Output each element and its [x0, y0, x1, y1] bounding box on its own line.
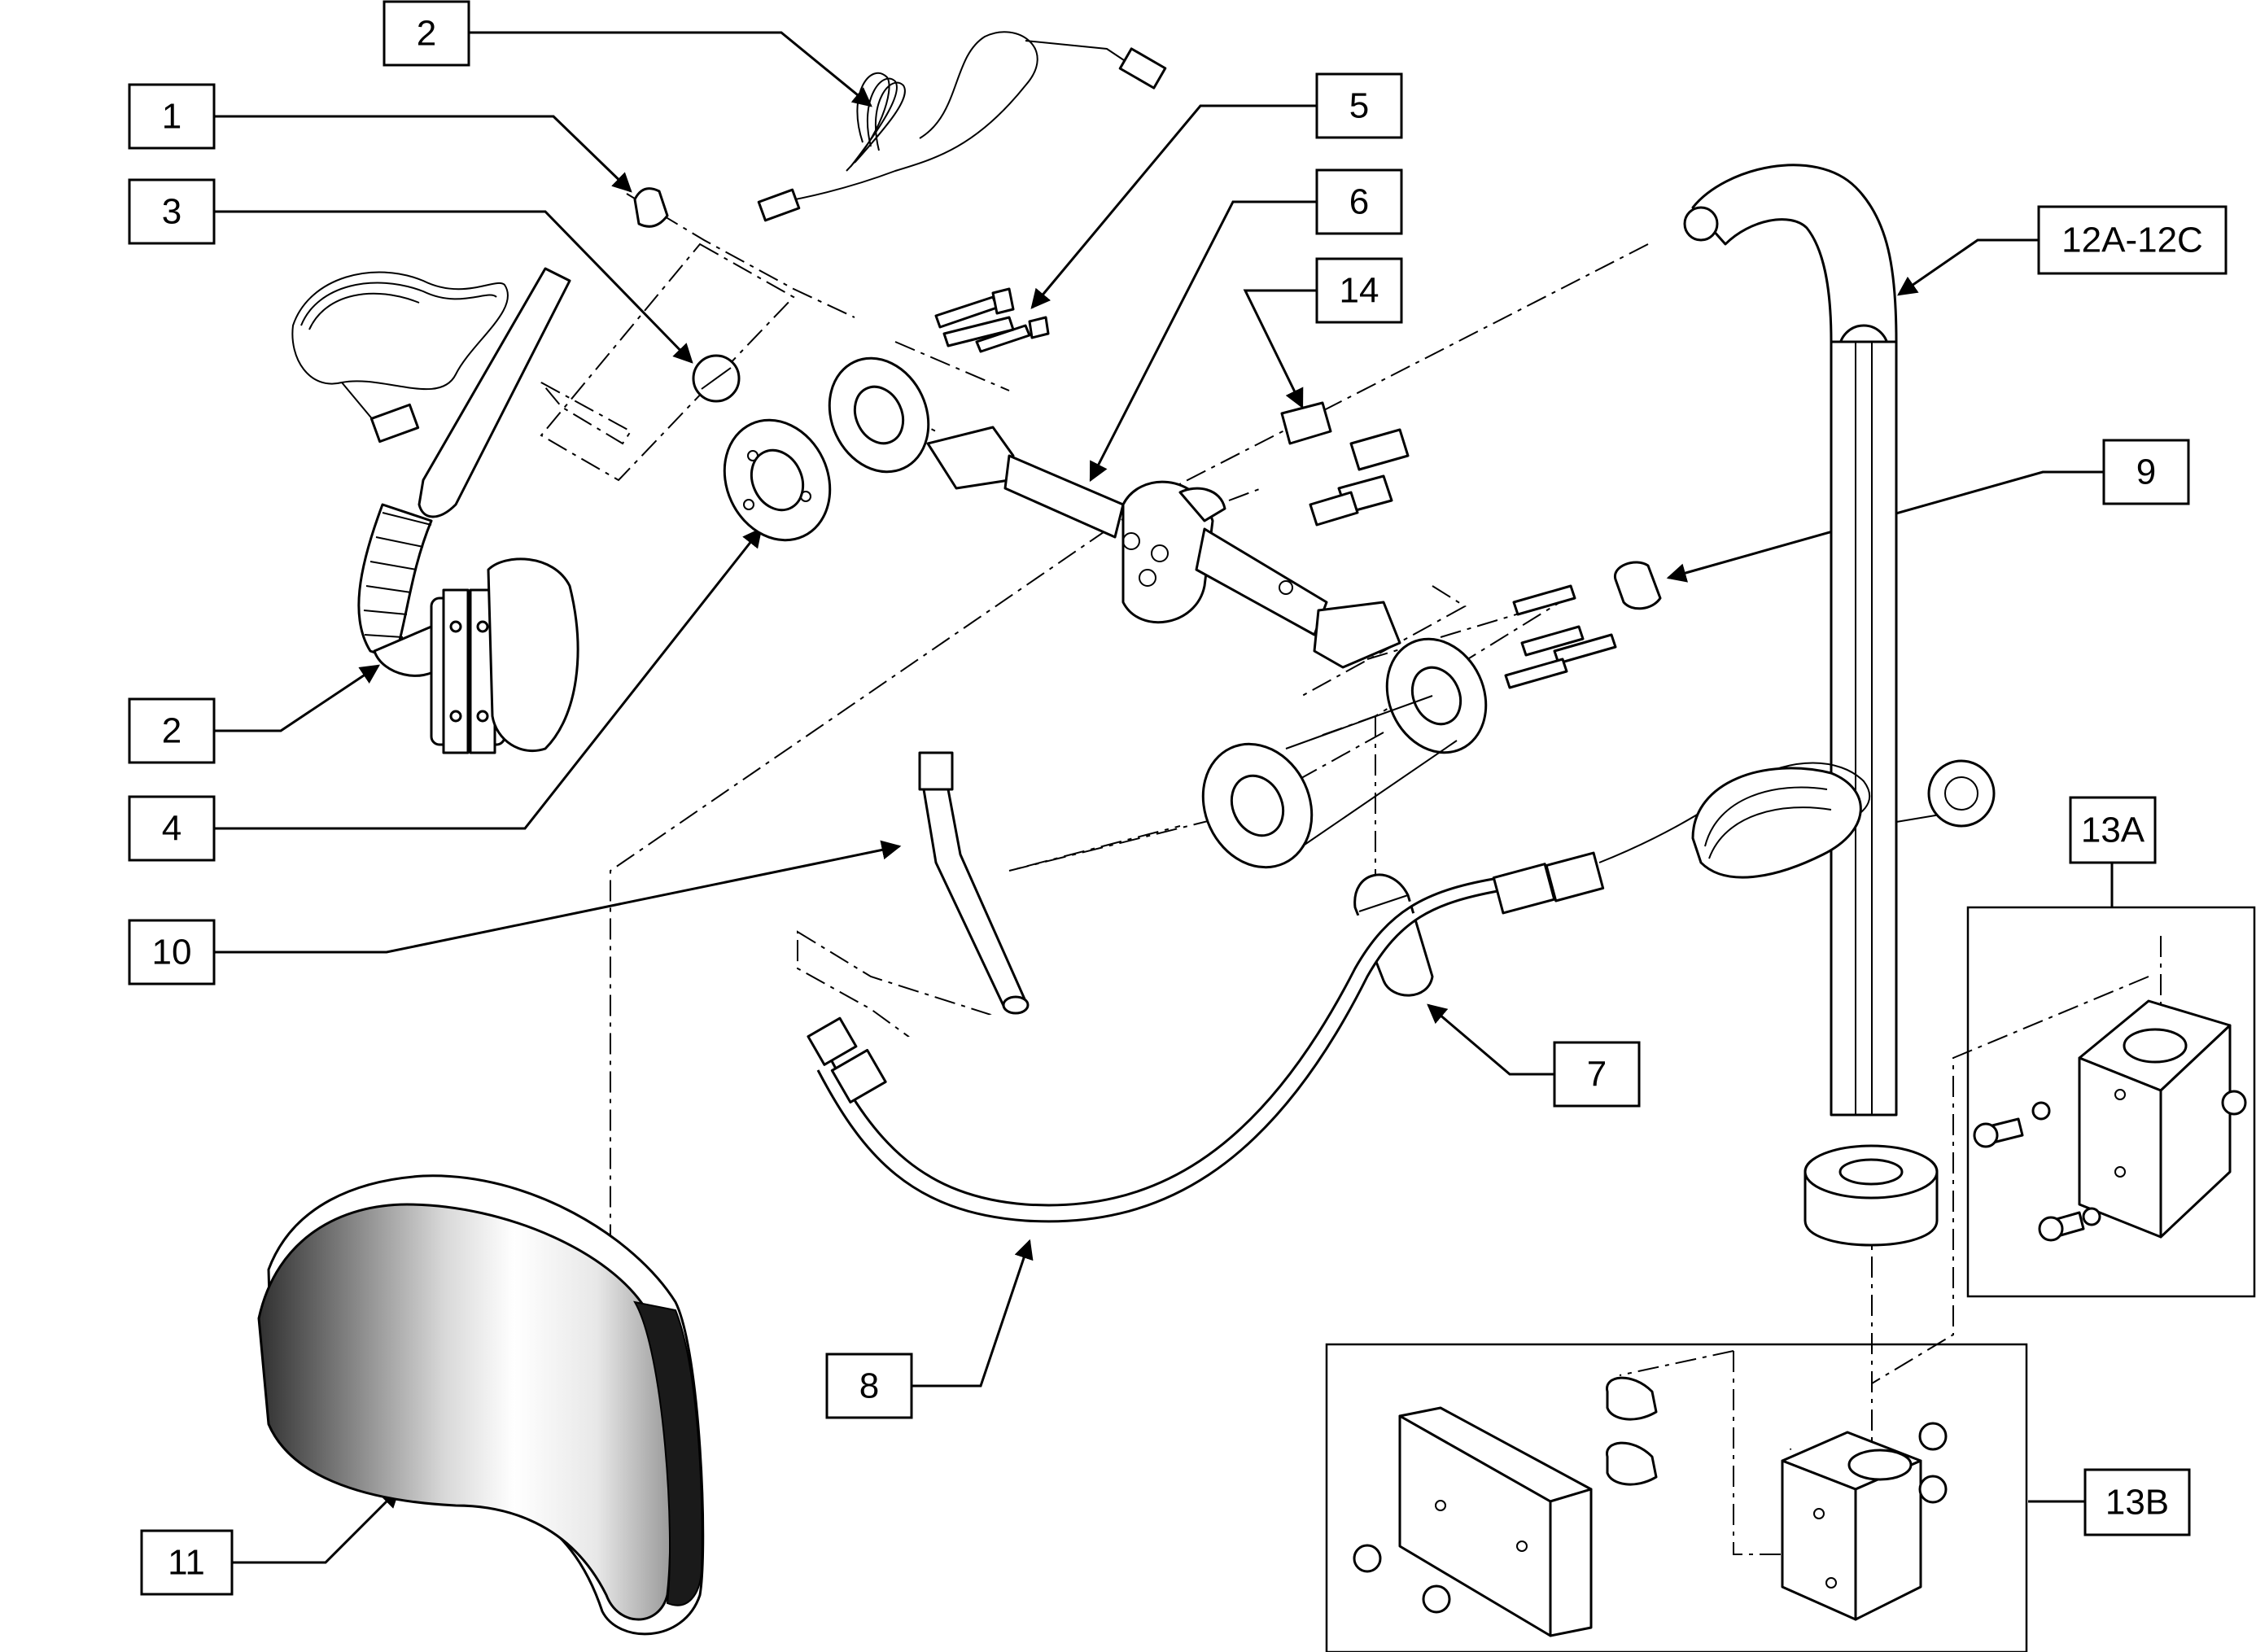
svg-text:3: 3 [162, 192, 181, 232]
callout-12a-12c: 12A-12C [2037, 205, 2228, 275]
switch-assembly-left [291, 267, 579, 754]
collar-clamp [1803, 1144, 1939, 1247]
callout-6: 6 [1315, 168, 1403, 235]
leader-lines [213, 31, 2114, 1564]
svg-text:10: 10 [152, 933, 192, 972]
clamp-block-13b [1781, 1422, 1948, 1621]
callout-5: 5 [1315, 72, 1403, 139]
svg-text:14: 14 [1340, 271, 1379, 311]
svg-text:2: 2 [162, 711, 181, 751]
callout-14: 14 [1315, 257, 1403, 324]
svg-text:13B: 13B [2105, 1483, 2169, 1523]
tube-part-10 [918, 751, 1030, 1015]
box-13a [1966, 906, 2256, 1298]
clamp-block-13a [1973, 999, 2247, 1242]
cap-part-9 [1614, 561, 1662, 610]
svg-text:5: 5 [1349, 86, 1369, 126]
svg-text:9: 9 [2136, 452, 2156, 492]
mounting-post-part-12 [1683, 164, 1898, 1117]
callout-1: 1 [128, 83, 216, 150]
callout-8: 8 [825, 1353, 913, 1419]
callout-13b: 13B [2083, 1468, 2191, 1536]
svg-text:11: 11 [168, 1543, 205, 1583]
bar-assembly-part-6 [926, 426, 1401, 669]
svg-text:6: 6 [1349, 182, 1369, 222]
callout-2-bottom: 2 [128, 697, 216, 764]
socket-screws-part-14 [1280, 401, 1410, 527]
callout-3: 3 [128, 178, 216, 245]
callout-11: 11 [140, 1529, 234, 1596]
flange-right [1201, 584, 1617, 869]
assembly-dash-lines [540, 193, 2162, 1555]
headrest-pad-part-11 [257, 1174, 705, 1636]
callout-4: 4 [128, 795, 216, 862]
svg-text:12A-12C: 12A-12C [2061, 221, 2203, 260]
svg-text:7: 7 [1587, 1055, 1607, 1095]
svg-text:4: 4 [162, 809, 181, 849]
callout-10: 10 [128, 919, 216, 986]
svg-text:1: 1 [162, 97, 181, 137]
callout-13a: 13A [2069, 796, 2157, 864]
callout-2-top: 2 [383, 0, 470, 67]
screws-part-5 [934, 287, 1050, 353]
callout-7: 7 [1553, 1041, 1641, 1108]
svg-text:8: 8 [859, 1366, 879, 1406]
coiled-cable-top [757, 31, 1167, 222]
bracket-plate-13b [1353, 1376, 1658, 1637]
ball-knob-part-3 [692, 354, 741, 403]
svg-text:13A: 13A [2081, 811, 2145, 850]
svg-text:2: 2 [417, 14, 436, 54]
flange-left-part-4 [723, 356, 930, 542]
cap-part-1 [633, 187, 669, 228]
callout-9: 9 [2102, 439, 2190, 505]
cable-part-8 [807, 759, 1996, 1223]
box-13b [1325, 1343, 2028, 1652]
